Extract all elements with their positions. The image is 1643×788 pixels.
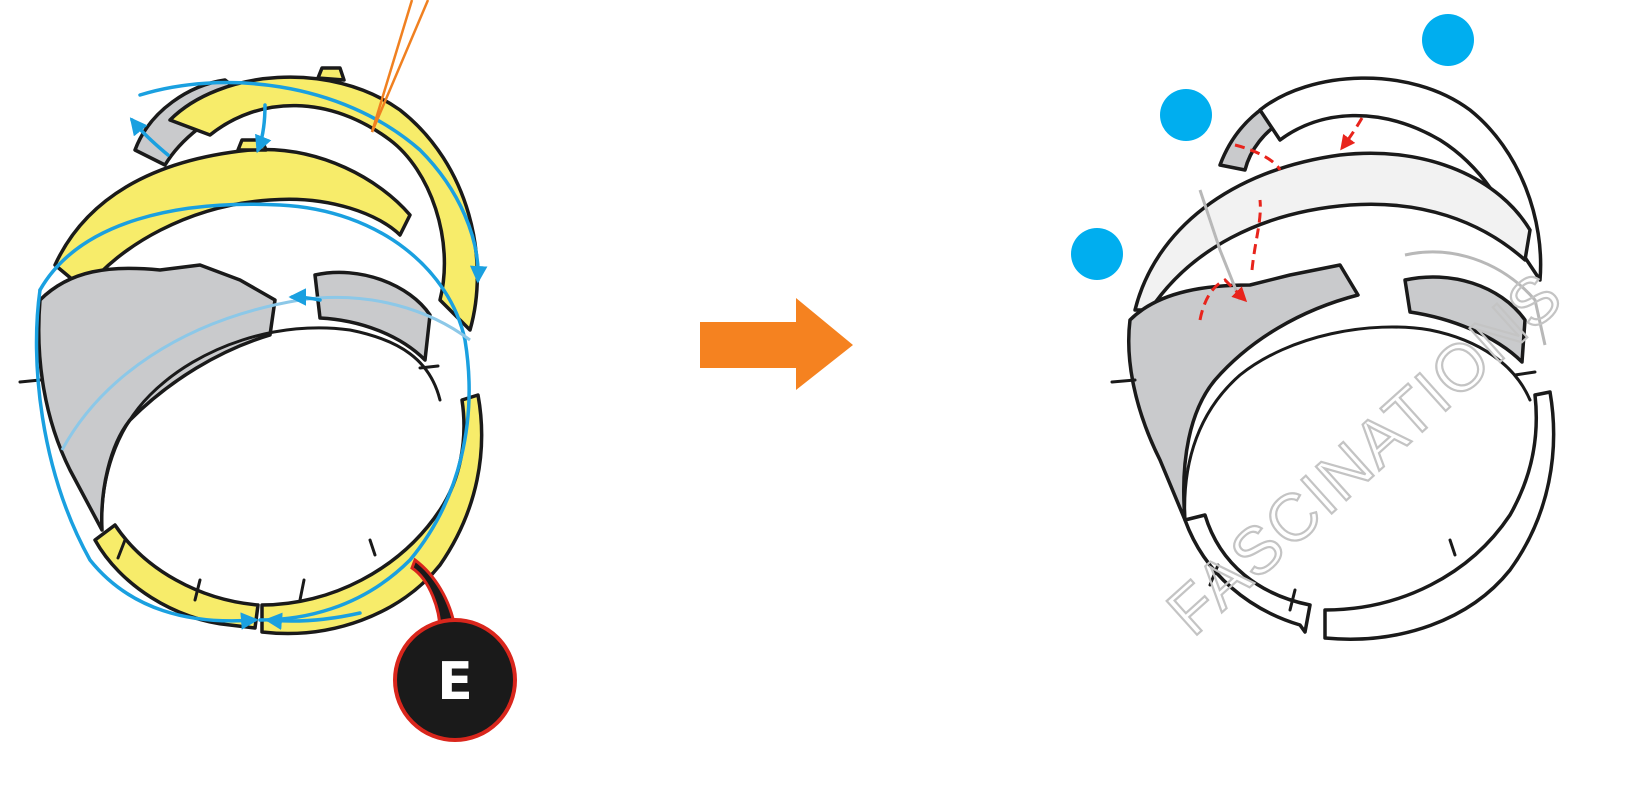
chin-strap bbox=[95, 525, 258, 628]
location-dot-icon bbox=[1422, 14, 1474, 66]
location-dot-icon bbox=[1071, 228, 1123, 280]
assembly-mark bbox=[1342, 118, 1362, 148]
step-arrow-icon bbox=[700, 298, 853, 390]
right-cheek-panel bbox=[315, 272, 430, 360]
left-cheek-panel bbox=[39, 265, 275, 530]
step-badge-label: E bbox=[437, 652, 473, 712]
location-dot-icon bbox=[1160, 89, 1212, 141]
chin-strap-right bbox=[262, 395, 482, 633]
left-model: E bbox=[20, 0, 515, 740]
top-tab bbox=[318, 68, 344, 80]
right-model: FASCINATIONS bbox=[1071, 14, 1576, 649]
